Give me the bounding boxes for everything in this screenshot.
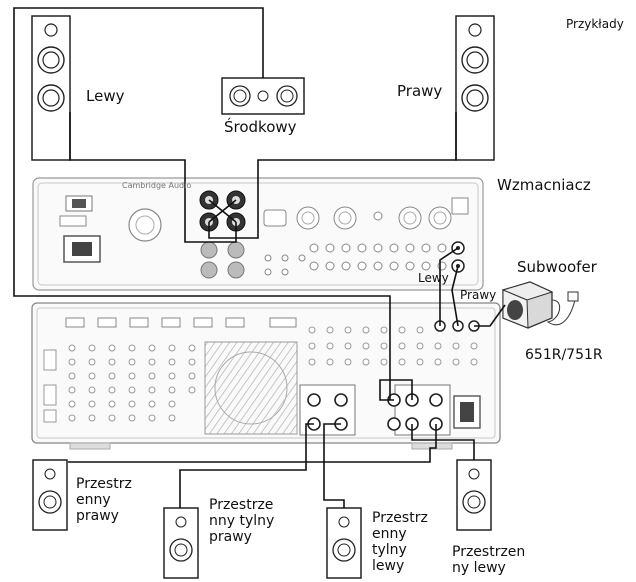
center-speaker-label: Środkowy [224,118,297,136]
speaker-icon [455,15,495,161]
subwoofer-label: Subwoofer [517,258,597,276]
speaker-icon [221,77,305,115]
speaker-icon [456,459,492,531]
surround-right-label: Przestrz enny prawy [76,476,132,525]
receiver-speaker-terminals [299,384,451,436]
amp-right-label: Prawy [460,288,497,302]
amp-brand-text: Cambridge Audio [122,181,192,190]
speaker-icon [163,507,199,579]
surround-back-left-label: Przestrz enny tylny lewy [372,510,428,575]
surround-left-label: Przestrzen ny lewy [452,544,526,577]
amp-left-label: Lewy [418,271,449,285]
surround-back-right-label: Przestrze nny tylny prawy [209,497,275,546]
power-socket-icon [453,395,481,429]
amplifier-label: Wzmacniacz [497,176,591,194]
fan-grille-icon [204,341,298,435]
front-right-label: Prawy [397,82,443,100]
page-title: Przykłady [566,17,624,31]
receiver-back-panel [31,302,501,450]
speaker-icon [31,15,71,161]
speaker-icon [32,459,68,531]
receiver-model-label: 651R/751R [525,347,603,363]
wiring [13,7,506,508]
power-socket-icon [63,235,101,263]
speaker-icon [326,507,362,579]
subwoofer-icon [501,281,579,329]
front-left-label: Lewy [86,87,125,105]
